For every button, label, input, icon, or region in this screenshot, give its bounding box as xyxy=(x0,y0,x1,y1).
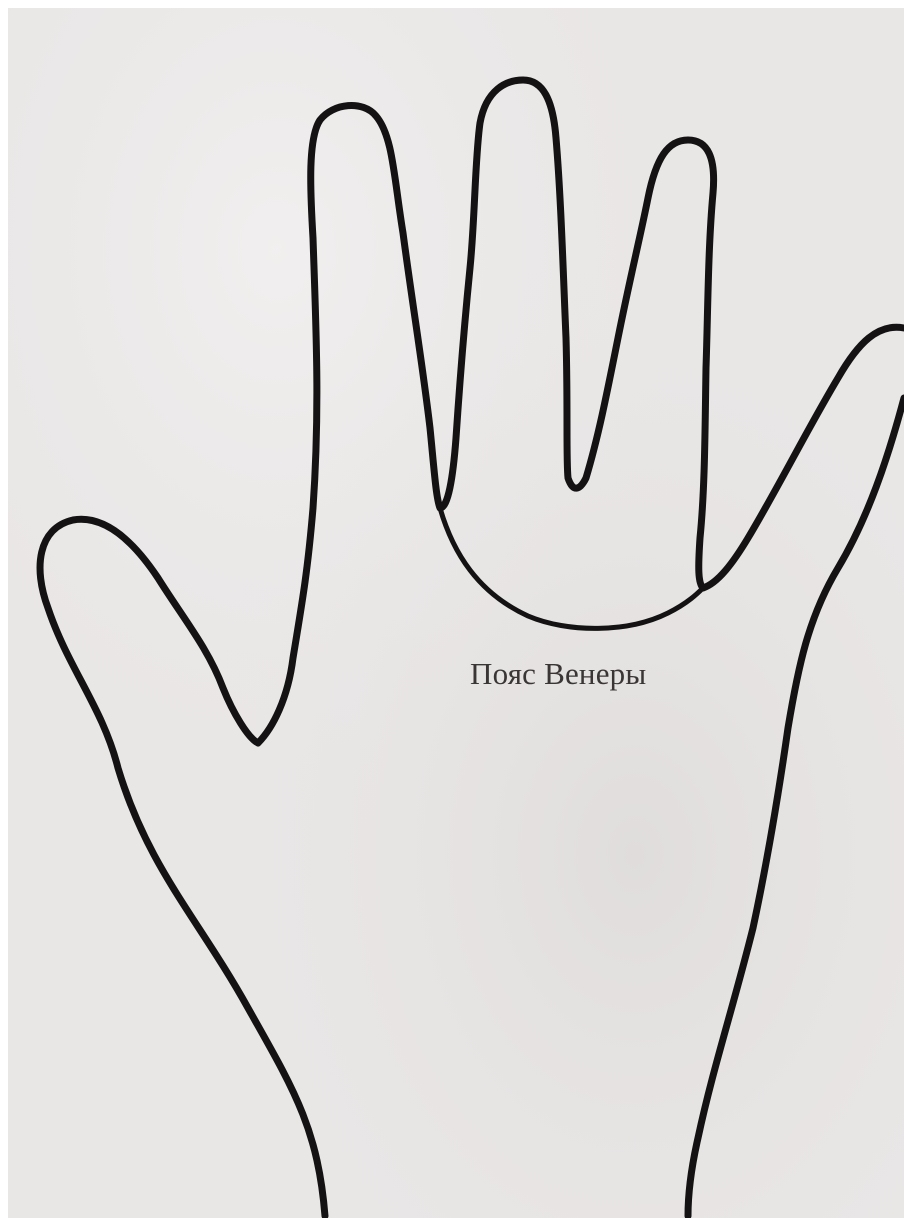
girdle-of-venus-label: Пояс Венеры xyxy=(470,656,646,692)
paper-shade-dark xyxy=(8,8,904,1218)
paper-background: Пояс Венеры xyxy=(8,8,904,1218)
hand-outline-drawing xyxy=(8,8,904,1218)
